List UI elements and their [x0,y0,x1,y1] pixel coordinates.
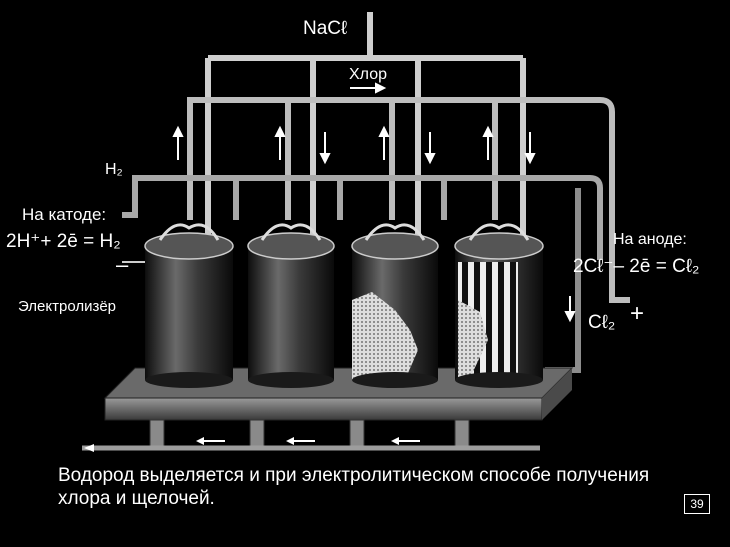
frame-number: 39 [684,494,710,514]
alkali-outflow-pipe [82,437,540,452]
electrolysis-cell-2 [247,223,335,388]
nacl-label: NaCℓ [303,18,348,39]
flow-arrows [172,82,576,323]
minus-sign: – [116,252,129,277]
electrolysis-cell-3-cutaway [351,223,439,388]
electrolysis-cell-4-cutaway [454,223,544,388]
electrolysis-cell-1 [144,223,234,388]
anode-equation: 2Cℓ⁻– 2ē = Cℓ₂ [573,256,700,277]
nacl-pipe-network [205,12,526,235]
chlorine-pipe [187,97,630,303]
plus-sign: + [630,300,645,327]
slide-caption: Водород выделяется и при электролитическ… [58,465,650,509]
electrolyzer-label: Электролизёр [18,298,117,315]
cathode-equation: 2H⁺+ 2ē = H₂ [6,231,121,252]
cathode-title: На катоде: [22,205,107,224]
chlorine-label: Хлор [349,66,387,83]
hydrogen-label: H₂ [105,161,123,178]
chlorine-gas-label: Cℓ₂ [588,312,616,333]
anode-title: На аноде: [613,231,687,248]
base-legs [149,419,470,451]
